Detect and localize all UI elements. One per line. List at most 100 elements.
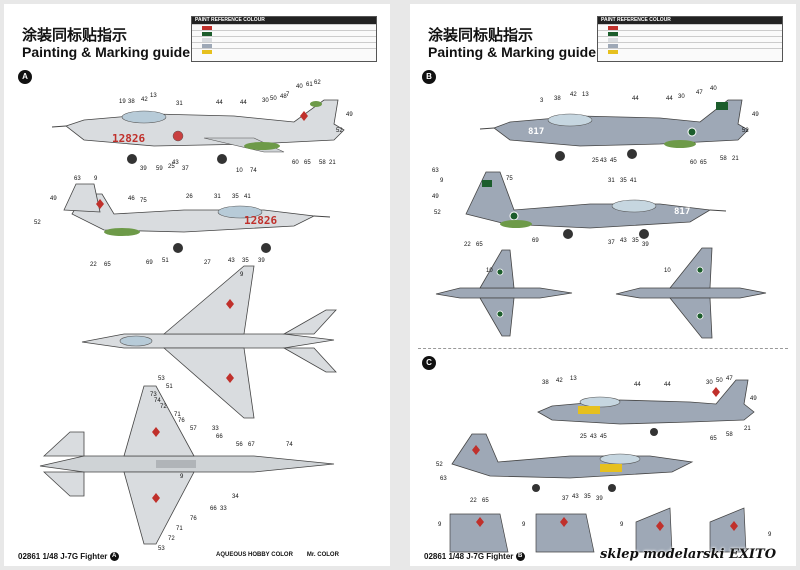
paint-reference-title: PAINT REFERENCE COLOUR [192,17,376,24]
svg-text:44: 44 [664,382,671,388]
aircraft-profile-left-side [51,99,345,164]
svg-text:25: 25 [580,434,587,440]
svg-text:49: 49 [750,396,757,402]
svg-text:50: 50 [270,96,277,102]
table-row [192,24,376,30]
svg-text:72: 72 [168,536,175,542]
svg-text:10: 10 [236,168,243,174]
svg-text:43: 43 [172,160,179,166]
svg-text:52: 52 [434,210,441,216]
svg-text:38: 38 [128,99,135,105]
svg-text:58: 58 [720,156,727,162]
svg-text:59: 59 [156,166,163,172]
svg-text:37: 37 [182,166,189,172]
svg-text:9: 9 [180,474,184,480]
svg-text:9: 9 [94,176,98,182]
aircraft-top-view [435,249,573,337]
color-swatch [202,44,212,48]
svg-text:30: 30 [706,380,713,386]
svg-text:58: 58 [319,160,326,166]
svg-text:48: 48 [280,94,287,100]
svg-text:52: 52 [34,220,41,226]
svg-text:43: 43 [600,158,607,164]
svg-text:21: 21 [744,426,751,432]
sheet-footer: 02861 1/48 J-7G Fighter A [18,552,119,562]
svg-text:47: 47 [696,90,703,96]
svg-text:30: 30 [262,98,269,104]
svg-text:49: 49 [432,194,439,200]
svg-text:9: 9 [440,178,444,184]
svg-text:43: 43 [228,258,235,264]
svg-text:31: 31 [608,178,615,184]
svg-text:65: 65 [304,160,311,166]
svg-text:10: 10 [486,268,493,274]
svg-text:39: 39 [642,242,649,248]
svg-text:43: 43 [620,238,627,244]
svg-text:42: 42 [556,378,563,384]
color-swatch [202,26,212,30]
svg-text:44: 44 [216,100,223,106]
svg-text:63: 63 [432,168,439,174]
svg-text:9: 9 [438,522,442,528]
serial-number-right: 817 [674,207,690,217]
svg-text:39: 39 [258,258,265,264]
svg-text:22: 22 [470,498,477,504]
svg-text:40: 40 [710,86,717,92]
aircraft-bottom-view [39,385,335,545]
svg-text:13: 13 [150,93,157,99]
aircraft-profile-c-left [537,379,755,436]
svg-text:65: 65 [710,436,717,442]
svg-text:44: 44 [634,382,641,388]
footer-badge: B [515,552,525,562]
svg-text:75: 75 [140,198,147,204]
svg-text:22: 22 [464,242,471,248]
svg-text:71: 71 [174,412,181,418]
svg-text:22: 22 [90,262,97,268]
svg-text:27: 27 [204,260,211,266]
svg-text:75: 75 [506,176,513,182]
svg-text:50: 50 [716,378,723,384]
svg-text:9: 9 [522,522,526,528]
svg-text:26: 26 [186,194,193,200]
svg-text:43: 43 [572,494,579,500]
svg-text:60: 60 [292,160,299,166]
svg-text:58: 58 [726,432,733,438]
svg-text:51: 51 [162,258,169,264]
svg-text:38: 38 [542,380,549,386]
svg-text:65: 65 [104,262,111,268]
svg-text:44: 44 [632,96,639,102]
section-badge-a: A [18,70,32,84]
svg-text:52: 52 [436,462,443,468]
svg-text:76: 76 [190,516,197,522]
color-swatch [608,32,618,36]
table-row [192,42,376,48]
svg-text:35: 35 [232,194,239,200]
aircraft-profile-right-side [465,171,727,239]
aircraft-profile-right-side [63,183,331,253]
svg-text:71: 71 [176,526,183,532]
tail-fin-details [449,507,747,553]
svg-text:45: 45 [610,158,617,164]
watermark: sklep modelarski EXITO [600,547,777,562]
color-swatch [608,44,618,48]
svg-text:37: 37 [562,496,569,502]
table-row [598,48,782,54]
table-row [598,24,782,30]
footer-badge: A [109,552,119,562]
svg-text:35: 35 [242,258,249,264]
svg-text:21: 21 [329,160,336,166]
serial-number-right: 12826 [244,214,277,227]
svg-text:25: 25 [168,164,175,170]
svg-text:74: 74 [250,168,257,174]
svg-text:40: 40 [296,84,303,90]
color-swatch [202,32,212,36]
svg-text:35: 35 [620,178,627,184]
paint-reference-table: PAINT REFERENCE COLOUR [597,16,783,62]
aircraft-bottom-view [615,247,767,339]
color-swatch [608,26,618,30]
color-swatch [202,38,212,42]
svg-text:69: 69 [532,238,539,244]
table-row [192,30,376,36]
table-row [598,36,782,42]
